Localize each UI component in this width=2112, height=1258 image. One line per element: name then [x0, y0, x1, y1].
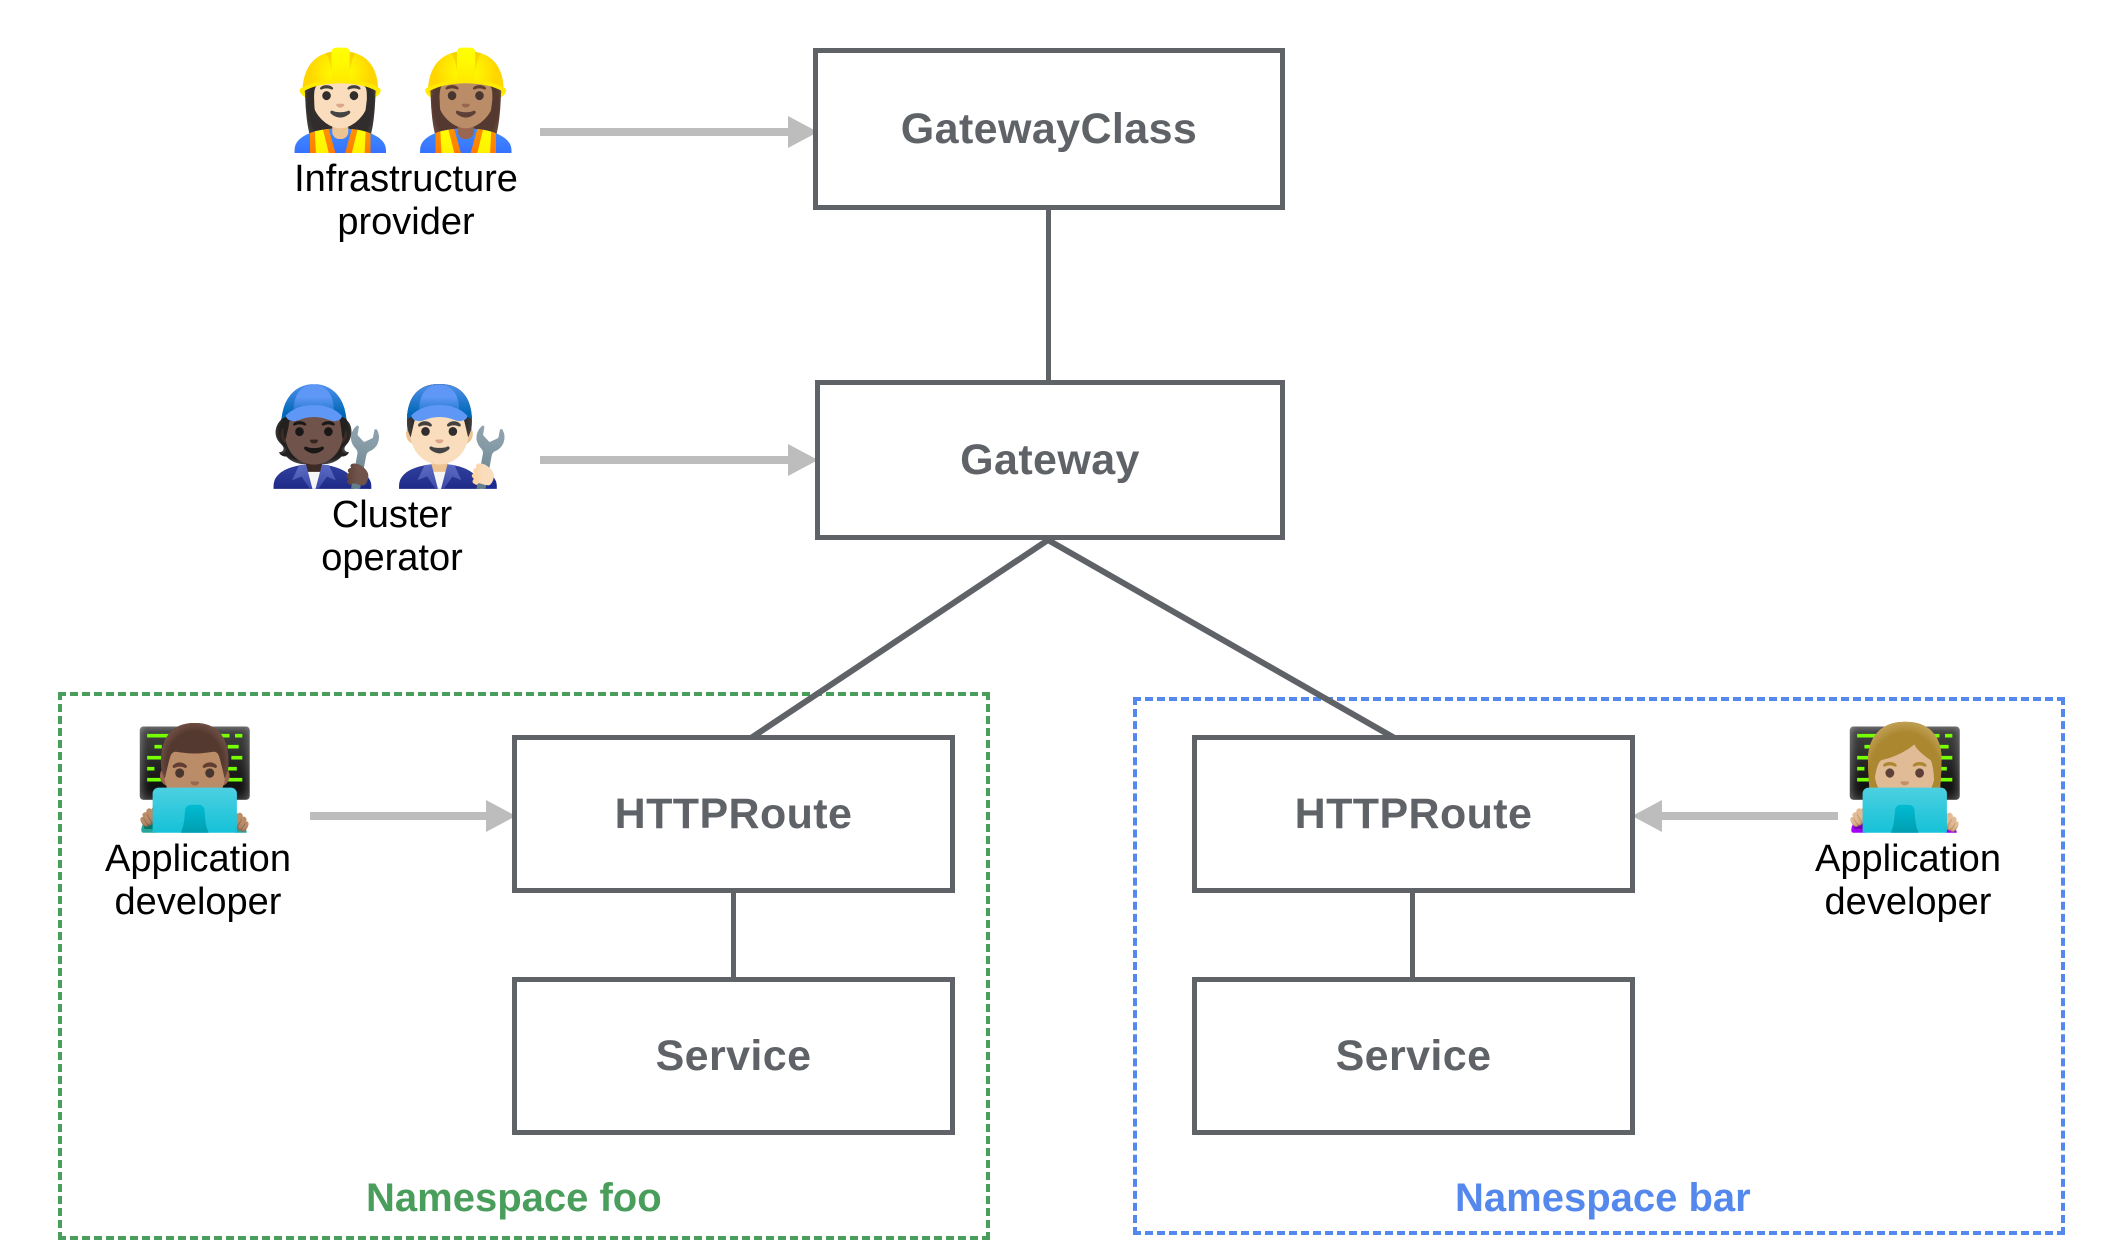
connector-httproute-service-bar — [1410, 890, 1415, 980]
resource-label-gatewayclass: GatewayClass — [900, 104, 1198, 153]
resource-label-service-foo: Service — [655, 1031, 812, 1080]
namespace-frame-bar — [1133, 697, 2065, 1235]
construction-worker-icons: 👷🏻‍♀️👷🏽‍♀️ — [280, 44, 532, 156]
persona-caption-cluster-operator: Cluster operator — [321, 494, 463, 579]
persona-caption-infrastructure-provider: Infrastructure provider — [294, 158, 518, 243]
mechanic-icons: 🧑🏿‍🔧👨🏻‍🔧 — [266, 380, 518, 492]
persona-caption-application-developer-foo: Application developer — [105, 838, 291, 923]
persona-cluster-operator: 🧑🏿‍🔧👨🏻‍🔧 Cluster operator — [254, 388, 530, 579]
persona-caption-application-developer-bar: Application developer — [1815, 838, 2001, 923]
resource-label-service-bar: Service — [1335, 1031, 1492, 1080]
technologist-icon-bar: 👩🏼‍💻 — [1842, 719, 1974, 836]
arrow-appdev-bar-to-httproute — [1632, 800, 1838, 832]
technologist-icon-foo: 👨🏽‍💻 — [132, 719, 264, 836]
resource-box-httproute-bar[interactable]: HTTPRoute — [1192, 735, 1635, 893]
resource-box-gatewayclass[interactable]: GatewayClass — [813, 48, 1285, 210]
namespace-frame-foo — [58, 692, 990, 1240]
connector-httproute-service-foo — [731, 890, 736, 980]
resource-box-service-foo[interactable]: Service — [512, 977, 955, 1135]
arrow-operator-to-gateway — [540, 444, 818, 476]
arrow-appdev-foo-to-httproute — [310, 800, 516, 832]
resource-label-gateway: Gateway — [960, 435, 1140, 484]
namespace-label-foo: Namespace foo — [366, 1176, 662, 1220]
resource-label-httproute-bar: HTTPRoute — [1294, 789, 1533, 838]
resource-box-gateway[interactable]: Gateway — [815, 380, 1285, 540]
connector-gatewayclass-gateway — [1046, 208, 1051, 384]
persona-application-developer-bar: 👩🏼‍💻 Application developer — [1808, 728, 2008, 923]
resource-label-httproute-foo: HTTPRoute — [614, 789, 853, 838]
namespace-label-bar: Namespace bar — [1455, 1176, 1751, 1220]
persona-infrastructure-provider: 👷🏻‍♀️👷🏽‍♀️ Infrastructure provider — [268, 52, 544, 243]
arrow-infra-to-gatewayclass — [540, 116, 818, 148]
resource-box-service-bar[interactable]: Service — [1192, 977, 1635, 1135]
resource-box-httproute-foo[interactable]: HTTPRoute — [512, 735, 955, 893]
persona-application-developer-foo: 👨🏽‍💻 Application developer — [98, 728, 298, 923]
